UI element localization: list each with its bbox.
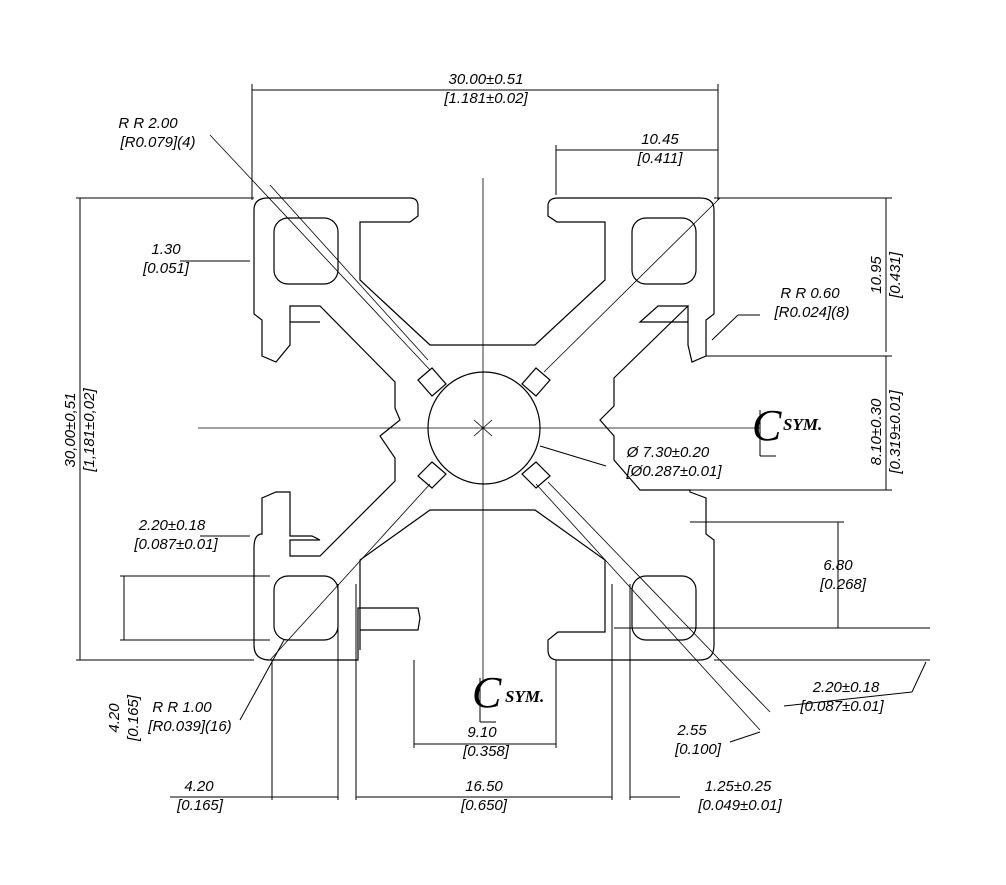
pocket-top-right [631,217,697,285]
centerline-glyph: C [752,401,782,450]
slot-depth-alt: [0.411] [637,150,684,167]
small-radius-value: R R 0.60 [780,285,840,302]
bottom-left-value: 4.20 [184,778,214,795]
lip-top-alt: [0.087±0.01] [133,536,218,553]
left-side-value: 4.20 [106,703,123,733]
side-dim-value: 10.95 [868,256,885,294]
web-alt: [0.049±0.01] [697,797,782,814]
lip-bottom-alt: [0.087±0.01] [799,698,884,715]
pocket-top-left [273,217,339,285]
diag-alt: [0.100] [674,741,722,758]
slot-depth-value: 10.45 [641,131,679,148]
pocket-bottom-right [631,575,697,641]
center-bore [427,371,541,485]
bore-alt: [Ø0.287±0.01] [626,463,723,480]
overall-height-value: 30,00±0,51 [62,393,79,468]
diag-value: 2.55 [676,722,707,739]
overall-width-value: 30.00±0.51 [449,71,524,88]
dimension-lines [76,84,930,800]
symmetry-marker-right: C SYM. [752,401,822,457]
side-dim-alt: [0.431] [887,251,904,299]
fillet-alt: [R0.039](16) [147,718,231,735]
pocket-bottom-left [273,575,339,641]
symmetry-marker-bottom: C SYM. [472,668,544,723]
bottom-left-alt: [0.165] [176,797,224,814]
web-value: 1.25±0.25 [705,778,772,795]
corner-radius-alt: [R0.079](4) [119,134,195,151]
center-offset-alt: [0.319±0.01] [887,390,904,475]
center-offset-value: 8.10±0.30 [868,398,885,465]
corner-radius-value: R R 2.00 [118,115,178,132]
wall-alt: [0.051] [142,260,190,277]
profile-outline [253,197,715,661]
pocket-alt: [0.268] [819,576,867,593]
lip-top-value: 2.20±0.18 [138,517,206,534]
pocket-value: 6.80 [823,557,853,574]
bore-value: Ø 7.30±0.20 [626,444,710,461]
centerline-glyph: C [472,668,502,717]
slot-opening-value: 9.10 [467,724,497,741]
overall-height-alt: [1,181±0,02] [81,388,98,473]
overall-width-alt: [1.181±0.02] [443,90,528,107]
sym-label: SYM. [505,687,544,706]
fillet-value: R R 1.00 [152,699,212,716]
left-side-alt: [0.165] [125,694,142,742]
slot-width-alt: [0.650] [460,797,508,814]
slot-width-value: 16.50 [465,778,503,795]
slot-opening-alt: [0.358] [462,743,510,760]
wall-value: 1.30 [151,241,181,258]
lip-bottom-value: 2.20±0.18 [812,679,880,696]
sym-label: SYM. [783,415,822,434]
small-radius-alt: [R0.024](8) [773,304,849,321]
